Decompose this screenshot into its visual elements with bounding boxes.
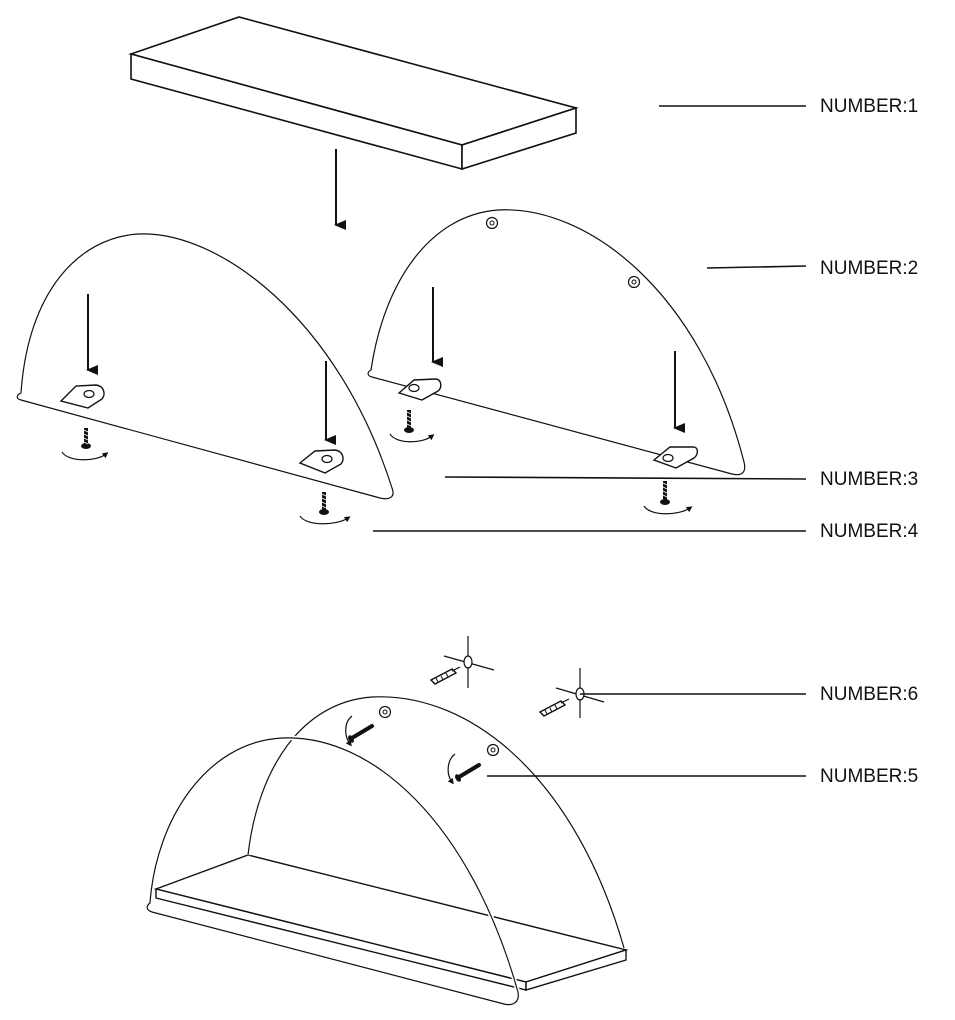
label-number-2: NUMBER:2 [820, 258, 918, 279]
hanging-hole-icon [485, 216, 499, 230]
wall-anchor-icon [538, 698, 570, 717]
left-frame-bracket-1 [59, 384, 105, 409]
right-frame-bracket-1 [397, 378, 442, 401]
crosshair-mark-icon [443, 636, 495, 688]
wall-anchor-icon [429, 666, 461, 685]
hanging-hole-icon [486, 743, 500, 757]
leader-line-3 [444, 476, 807, 480]
leader-line-2 [706, 265, 807, 269]
label-number-3: NUMBER:3 [820, 469, 918, 490]
label-number-6: NUMBER:6 [820, 684, 918, 705]
screw-icon [389, 410, 435, 443]
screw-icon [61, 428, 109, 461]
label-number-5: NUMBER:5 [820, 766, 918, 787]
crosshair-mark-icon [555, 668, 605, 718]
hanging-hole-icon [378, 705, 392, 719]
screw-icon [643, 481, 693, 515]
hanging-hole-icon [627, 275, 641, 289]
right-metal-frame [365, 207, 747, 477]
left-metal-frame [15, 231, 396, 501]
screw-icon [299, 492, 351, 525]
wall-screw-icon [447, 753, 481, 785]
wooden-shelf-board [128, 16, 579, 171]
right-frame-bracket-2 [652, 446, 699, 469]
wall-screw-icon [345, 715, 374, 747]
label-number-1: NUMBER:1 [820, 96, 918, 117]
label-number-4: NUMBER:4 [820, 521, 919, 542]
assembled-shelf [145, 694, 629, 1007]
left-frame-bracket-2 [298, 449, 344, 474]
